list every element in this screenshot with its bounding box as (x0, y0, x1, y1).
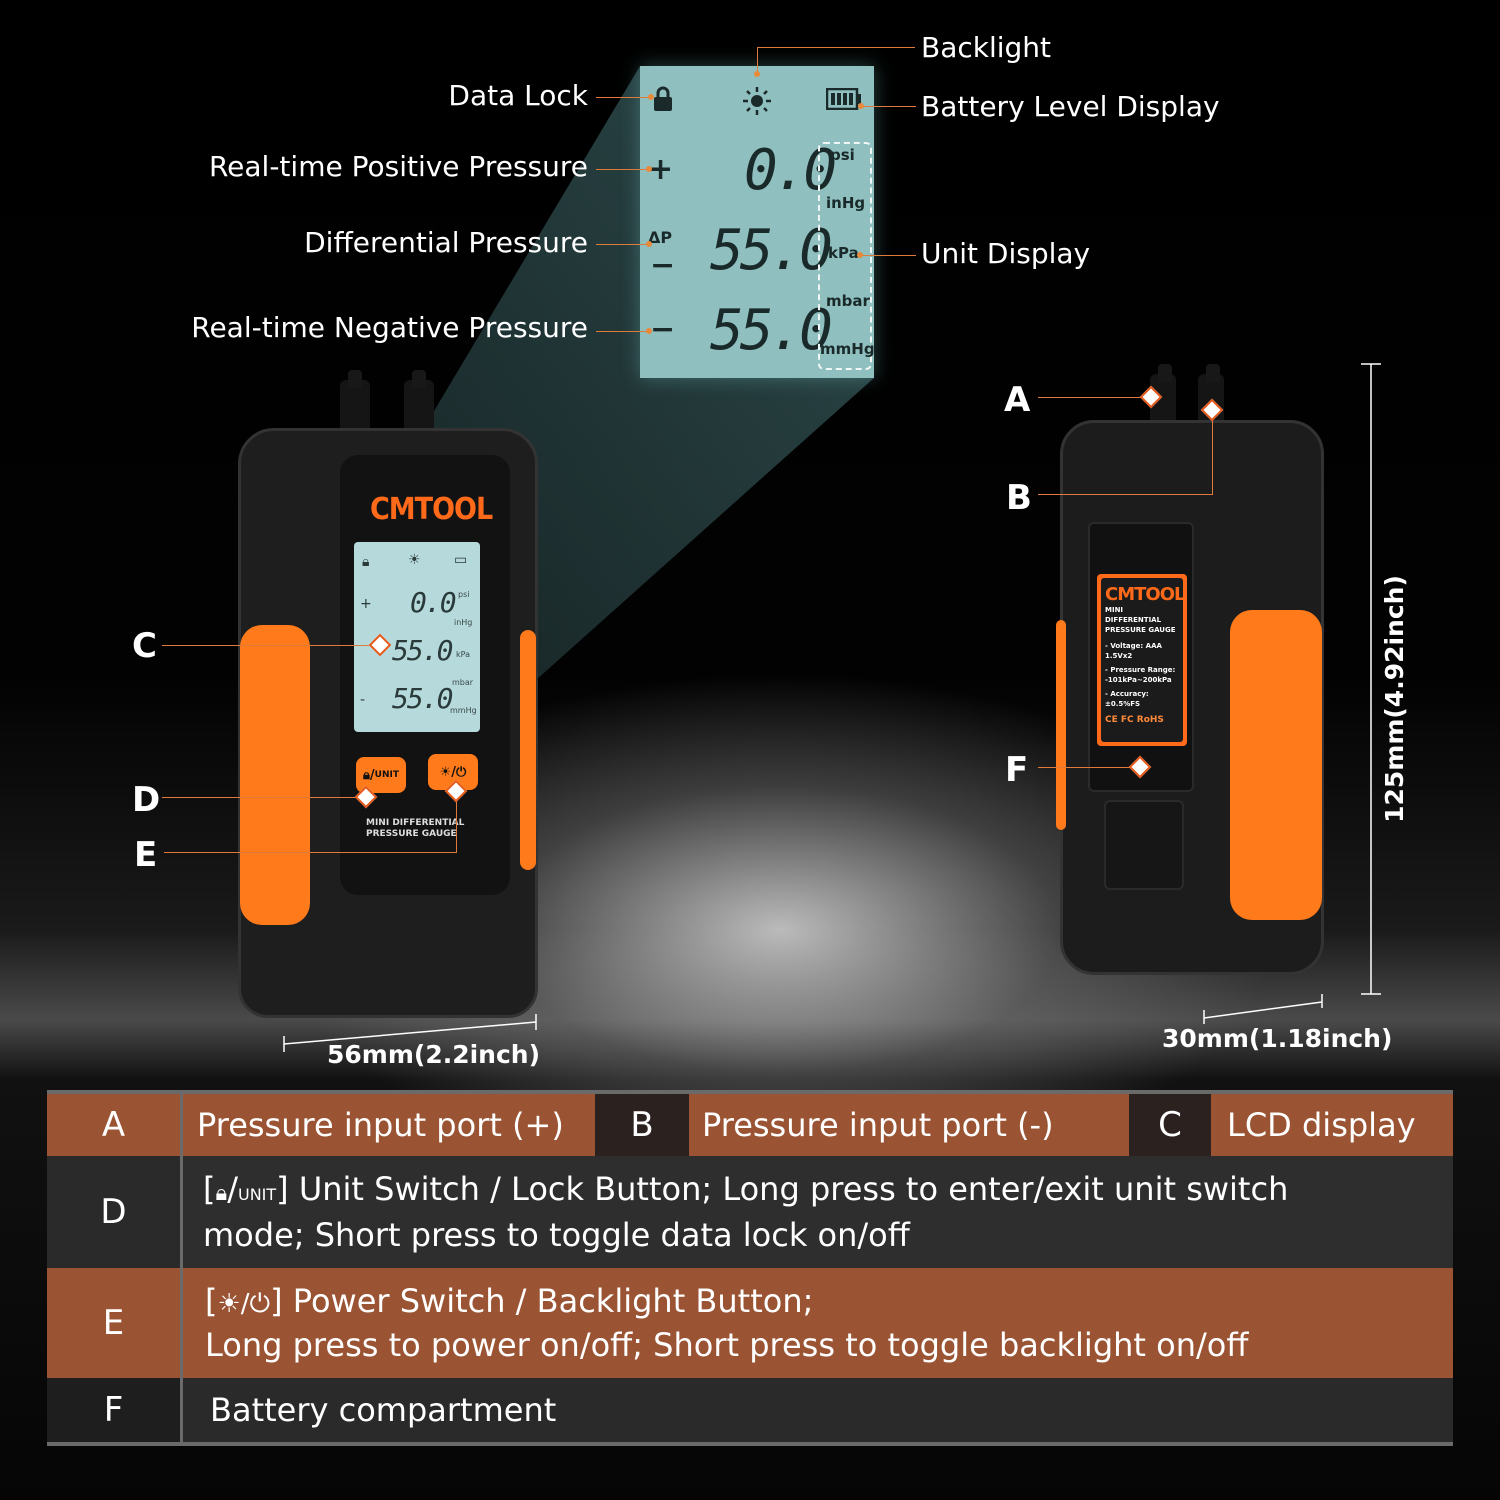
spec-sticker: CMTOOL MINI DIFFERENTIAL PRESSURE GAUGE … (1097, 574, 1187, 746)
callout-negative: Real-time Negative Pressure (191, 311, 588, 344)
callout-unit-display: Unit Display (921, 237, 1091, 270)
table-letter-d: D (47, 1156, 180, 1268)
btn-lock-icon: 🔒︎/ (363, 767, 375, 783)
sun-icon (742, 86, 772, 120)
lcd-row3-value: 55.0 (710, 298, 833, 363)
table-row: A Pressure input port (+) B Pressure inp… (47, 1094, 1453, 1156)
callout-data-lock: Data Lock (448, 79, 588, 112)
unit-kpa: kPa (828, 244, 859, 262)
battery-icon (825, 87, 862, 114)
table-letter-b: B (595, 1094, 689, 1156)
lock-icon (652, 86, 674, 116)
table-letter-c: C (1129, 1094, 1211, 1156)
table-row: E [☀/⏻] Power Switch / Backlight Button;… (47, 1268, 1453, 1378)
width-dimension-line (283, 1014, 537, 1052)
table-text-b: Pressure input port (-) (689, 1094, 1129, 1156)
marker-f: F (1005, 750, 1029, 790)
marker-d: D (132, 780, 161, 820)
delta-p-label: ΔP (648, 228, 673, 247)
unit-mbar: mbar (826, 292, 870, 310)
enlarged-lcd: + 0.0 ΔP − 55.0 − 55.0 psi inHg kPa mbar… (640, 66, 875, 378)
front-left-grip (240, 625, 310, 925)
width-dimension: 56mm(2.2inch) (327, 1040, 541, 1069)
unit-box (818, 142, 872, 370)
table-letter-f: F (47, 1378, 180, 1442)
height-dimension-line (1361, 363, 1381, 995)
d-lock-icon: 🔒︎ (215, 1180, 228, 1206)
small-unit-mmhg: mmHg (450, 706, 477, 715)
small-sun-icon: ☀ (408, 552, 421, 568)
small-unit-kpa: kPa (456, 650, 470, 659)
marker-c: C (132, 626, 157, 666)
back-right-grip (1230, 610, 1322, 920)
callout-positive: Real-time Positive Pressure (208, 150, 588, 183)
diff-minus-sign: − (650, 248, 676, 283)
table-text-d: [🔒︎/UNIT] Unit Switch / Lock Button; Lon… (183, 1156, 1453, 1268)
depth-dimension-line (1203, 994, 1323, 1024)
table-text-a: Pressure input port (+) (183, 1094, 595, 1156)
small-minus: - (360, 692, 366, 708)
table-text-c: LCD display (1211, 1094, 1453, 1156)
unit-mmhg: mmHg (820, 340, 875, 358)
table-letter-e: E (47, 1268, 180, 1378)
front-caption: MINI DIFFERENTIAL PRESSURE GAUGE (366, 818, 465, 839)
btn-sun-power-icon: ☀/⏻ (439, 764, 467, 780)
table-letter-a: A (47, 1094, 180, 1156)
small-row3: 55.0 (392, 682, 453, 715)
table-row: D [🔒︎/UNIT] Unit Switch / Lock Button; L… (47, 1156, 1453, 1268)
unit-psi: psi (830, 146, 855, 164)
marker-b: B (1006, 478, 1032, 518)
lcd-row1-value: 0.0 (744, 138, 837, 203)
front-brand: CMTOOL (370, 492, 493, 527)
sticker-brand: CMTOOL (1105, 584, 1185, 605)
plus-sign: + (648, 152, 674, 187)
callout-backlight: Backlight (921, 31, 1052, 64)
height-dimension: 125mm(4.92inch) (1380, 575, 1409, 823)
depth-dimension: 30mm(1.18inch) (1162, 1024, 1393, 1053)
small-row2: 55.0 (392, 634, 453, 667)
marker-e: E (134, 835, 158, 875)
small-unit-psi: psi (458, 590, 470, 599)
battery-latch (1104, 800, 1184, 890)
marker-a: A (1004, 380, 1031, 420)
unit-inhg: inHg (826, 194, 866, 212)
small-battery-icon: ▭ (454, 552, 468, 568)
small-unit-inhg: inHg (454, 618, 473, 627)
small-unit-mbar: mbar (452, 678, 474, 687)
small-lock-icon: 🔒︎ (362, 554, 370, 570)
front-right-grip (520, 630, 536, 870)
e-sun-power-icon: ☀/⏻ (217, 1288, 271, 1319)
minus-sign: − (650, 312, 676, 347)
small-plus: + (360, 596, 372, 612)
table-row: F Battery compartment (47, 1378, 1453, 1442)
small-lcd: 🔒︎ ☀ ▭ + 0.0 55.0 55.0 - psi inHg kPa mb… (354, 542, 480, 732)
small-row1: 0.0 (410, 586, 457, 619)
lcd-row2-value: 55.0 (710, 218, 833, 283)
table-text-e: [☀/⏻] Power Switch / Backlight Button; L… (183, 1268, 1453, 1378)
table-text-f: Battery compartment (183, 1378, 1453, 1442)
callout-battery: Battery Level Display (921, 90, 1220, 123)
callout-differential: Differential Pressure (304, 226, 588, 259)
back-left-grip (1056, 620, 1066, 830)
